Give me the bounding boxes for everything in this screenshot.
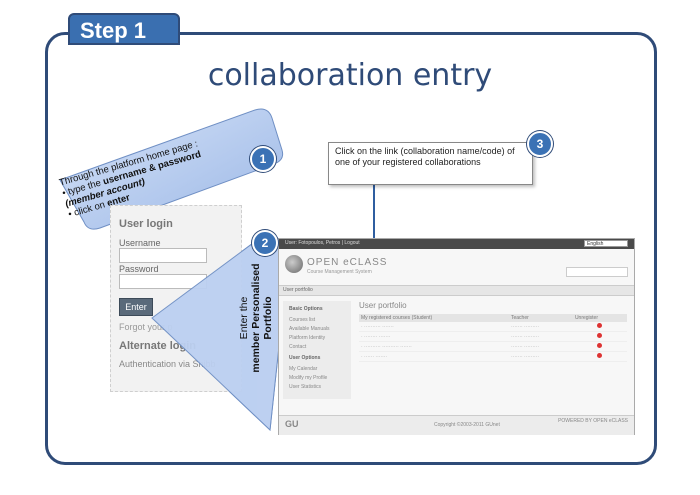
callout1-bubble (59, 108, 284, 230)
course-link[interactable]: · ·········· ······· (359, 322, 509, 332)
enter-button[interactable]: Enter (119, 298, 153, 316)
portfolio-title: User portfolio (359, 301, 407, 310)
table-header: Unregister (572, 314, 627, 322)
sidebar: Basic Options Courses list Available Man… (283, 301, 351, 399)
brand-subtitle: Course Management System (307, 269, 372, 275)
course-link[interactable]: · ······ ······· (359, 351, 509, 362)
sidebar-item[interactable]: Available Manuals (289, 326, 330, 332)
portfolio-screenshot: User: Fotopoulos, Petros | Logout Englis… (278, 238, 635, 435)
user-bar: User: Fotopoulos, Petros | Logout Englis… (279, 239, 634, 249)
course-link[interactable]: · ·········· ·········· ······· (359, 341, 509, 352)
language-select[interactable]: English (584, 240, 628, 247)
table-header: My registered courses (Student) (359, 314, 509, 322)
sidebar-item[interactable]: Contact (289, 344, 307, 350)
user-bar-text[interactable]: User: Fotopoulos, Petros | Logout (285, 240, 360, 246)
teacher-cell: ······· ········· (509, 331, 573, 342)
step-tab: Step 1 (68, 13, 180, 45)
sidebar-item[interactable]: Courses list (289, 317, 316, 323)
sidebar-item[interactable]: My Calendar (289, 366, 318, 372)
breadcrumb: User portfolio (279, 285, 634, 296)
course-link[interactable]: · ········ ······· (359, 331, 509, 342)
callout1-badge: 1 (250, 146, 276, 172)
unregister-icon[interactable] (597, 343, 603, 348)
teacher-cell: ······· ········· (509, 351, 573, 362)
unregister-icon[interactable] (597, 353, 603, 358)
table-header: Teacher (509, 314, 573, 322)
sidebar-item[interactable]: User Statistics (289, 384, 321, 390)
copyright: Copyright ©2003-2011 GUnet (434, 422, 500, 428)
callout3-box: Click on the link (collaboration name/co… (328, 142, 533, 185)
callout3-badge: 3 (527, 131, 553, 157)
breadcrumb-text[interactable]: User portfolio (283, 287, 313, 293)
brand-name: OPEN eCLASS (307, 257, 388, 268)
username-label: Username (119, 238, 161, 248)
teacher-cell: ······· ········· (509, 322, 573, 332)
callout2-badge: 2 (252, 230, 278, 256)
courses-table: My registered courses (Student) Teacher … (359, 314, 627, 362)
powered-by: POWERED BY OPEN eCLASS (558, 418, 628, 424)
slide-title: collaboration entry (207, 58, 493, 93)
teacher-cell: ······· ········· (509, 341, 573, 352)
username-input[interactable] (119, 248, 207, 263)
table-row: · ······ ······· ······· ········· (359, 351, 627, 362)
unregister-icon[interactable] (597, 323, 603, 328)
callout2-text: Enter the member Personalised Portfolio (238, 263, 274, 373)
forgot-password-link[interactable]: Forgot your p (119, 322, 173, 332)
sidebar-item: Basic Options (289, 306, 323, 312)
shibboleth-link[interactable]: Authentication via Shibb (119, 359, 216, 369)
eclass-logo-icon (285, 255, 303, 273)
search-input[interactable] (566, 267, 628, 277)
gunet-logo: GU (285, 419, 299, 429)
unregister-icon[interactable] (597, 333, 603, 338)
table-row: · ·········· ·········· ······· ······· … (359, 341, 627, 352)
footer: GU Copyright ©2003-2011 GUnet POWERED BY… (279, 415, 634, 435)
login-heading: User login (119, 218, 173, 230)
sidebar-item: User Options (289, 355, 321, 361)
table-row: · ········ ······· ······· ········· (359, 331, 627, 342)
alternate-login-heading: Alternate login (119, 340, 197, 352)
table-row: · ·········· ······· ······· ········· (359, 322, 627, 332)
sidebar-item[interactable]: Modify my Profile (289, 375, 328, 381)
sidebar-item[interactable]: Platform Identity (289, 335, 326, 341)
password-label: Password (119, 264, 159, 274)
